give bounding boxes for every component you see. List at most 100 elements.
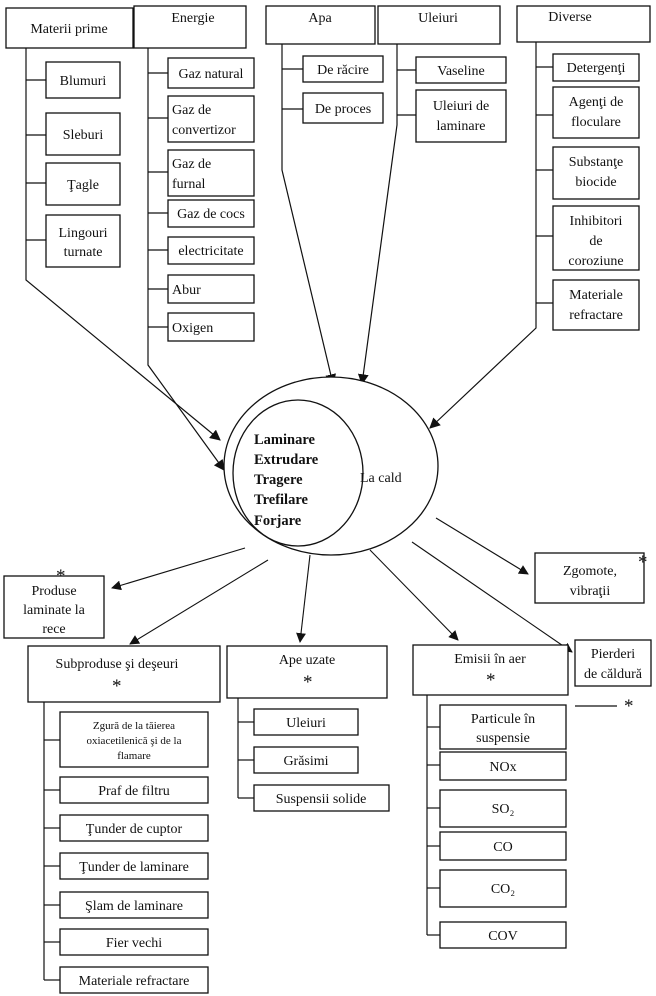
- pierderi-star: *: [624, 696, 634, 717]
- svg-text:suspensie: suspensie: [476, 731, 530, 746]
- apa-header: [265, 5, 376, 45]
- energie-title: Energie: [171, 11, 214, 26]
- svg-text:rece: rece: [42, 622, 65, 637]
- svg-text:de căldură: de căldură: [584, 667, 643, 682]
- ape-uzate-star: *: [303, 672, 313, 693]
- svg-text:turnate: turnate: [64, 245, 103, 260]
- uleiuri-arrow: [357, 44, 398, 386]
- materii-prime-item-tagle: [45, 162, 121, 206]
- svg-text:electricitate: electricitate: [178, 244, 243, 259]
- process-forjare: Forjare: [254, 513, 302, 529]
- svg-text:Pierderi: Pierderi: [591, 647, 635, 662]
- diverse-arrow: [429, 42, 537, 429]
- process-la-cald-label: La cald: [360, 471, 402, 486]
- uleiuri-item-vaseline: [415, 56, 507, 84]
- svg-text:Şlam de laminare: Şlam de laminare: [85, 899, 183, 914]
- energie-item-abur: [167, 274, 255, 304]
- ape-uzate-title: Ape uzate: [279, 653, 335, 668]
- diverse-item-substante-biocide: [552, 146, 640, 200]
- svg-text:Fier vechi: Fier vechi: [106, 936, 162, 951]
- materii-prime-item-lingouri: [45, 214, 121, 268]
- svg-text:Inhibitori: Inhibitori: [570, 214, 623, 229]
- ape-uzate-item-suspensii: [253, 784, 390, 812]
- svg-text:floculare: floculare: [571, 115, 621, 130]
- svg-text:Sleburi: Sleburi: [63, 128, 104, 143]
- materii-prime-item-sleburi: [45, 112, 121, 156]
- svg-text:Blumuri: Blumuri: [60, 74, 107, 89]
- energie-arrow: [147, 48, 225, 471]
- svg-text:Agenţi de: Agenţi de: [569, 95, 624, 110]
- ape-uzate-item-grasimi: [253, 746, 359, 774]
- ape-uzate-arrow: [296, 554, 311, 643]
- emisii-star: *: [486, 670, 496, 691]
- uleiuri-group: Uleiuri Vaseline Uleiuri de laminare: [357, 5, 507, 386]
- svg-text:Gaz natural: Gaz natural: [179, 67, 244, 82]
- svg-text:coroziune: coroziune: [568, 254, 623, 269]
- zgomote-star: *: [638, 552, 648, 573]
- produse-laminate-box: [3, 575, 105, 639]
- svg-text:Gaz de: Gaz de: [172, 157, 211, 172]
- emisii-item-cov: [439, 921, 567, 949]
- svg-text:Grăsimi: Grăsimi: [283, 754, 328, 769]
- subproduse-header: [27, 645, 221, 703]
- svg-text:Substanţe: Substanţe: [569, 155, 623, 170]
- svg-text:oxiacetilenică şi de la: oxiacetilenică şi de la: [87, 735, 182, 747]
- materii-prime-title: Materii prime: [30, 22, 107, 37]
- emisii-group: Emisii în aer * Particule în suspensie N…: [369, 549, 569, 949]
- subproduse-item-materiale-refractare: [59, 966, 209, 994]
- subproduse-item-zgura: [59, 711, 209, 768]
- ape-uzate-header: [226, 645, 388, 699]
- materii-prime-item-blumuri: [45, 61, 121, 99]
- svg-text:Particule în: Particule în: [471, 712, 535, 727]
- subproduse-arrow: [129, 559, 269, 645]
- svg-text:vibraţii: vibraţii: [570, 584, 611, 599]
- process-laminare: Laminare: [254, 432, 316, 448]
- apa-item-de-racire: [302, 55, 384, 83]
- materii-prime-group: Materii prime Blumuri Sleburi Ţagle Ling…: [5, 7, 221, 441]
- svg-text:biocide: biocide: [575, 175, 616, 190]
- svg-text:Produse: Produse: [31, 584, 76, 599]
- emisii-title: Emisii în aer: [454, 652, 526, 667]
- emisii-item-nox: [439, 751, 567, 781]
- svg-text:Suspensii solide: Suspensii solide: [276, 792, 367, 807]
- svg-text:convertizor: convertizor: [172, 123, 236, 138]
- svg-text:de: de: [589, 234, 602, 249]
- uleiuri-title: Uleiuri: [418, 11, 458, 26]
- diverse-title: Diverse: [548, 10, 592, 25]
- ape-uzate-item-uleiuri: [253, 708, 359, 736]
- svg-text:Ţagle: Ţagle: [67, 178, 99, 193]
- central-process: Laminare Extrudare Tragere Trefilare For…: [223, 376, 439, 556]
- svg-text:flamare: flamare: [117, 750, 151, 762]
- svg-text:Detergenţi: Detergenţi: [567, 61, 626, 76]
- pierderi-box: [574, 639, 652, 687]
- energie-item-gaz-convertizor: [167, 95, 255, 143]
- process-extrudare: Extrudare: [254, 452, 319, 468]
- emisii-item-co: [439, 831, 567, 861]
- apa-title: Apa: [308, 11, 332, 26]
- subproduse-title: Subproduse şi deşeuri: [56, 657, 179, 672]
- uleiuri-item-laminare: [415, 89, 507, 143]
- emisii-header: [412, 644, 569, 696]
- uleiuri-header: [377, 5, 501, 45]
- produse-arrow: [111, 547, 246, 591]
- energie-item-oxigen: [167, 312, 255, 342]
- subproduse-item-fier-vechi: [59, 928, 209, 956]
- svg-text:CO: CO: [493, 840, 512, 855]
- emisii-item-so2: [439, 789, 567, 828]
- energie-item-electricitate: [167, 236, 255, 265]
- produse-star: *: [56, 566, 66, 587]
- pierderi-arrow: [411, 541, 573, 653]
- zgomote-arrow: [435, 517, 529, 575]
- zgomote-box: [534, 552, 645, 604]
- diverse-header: [516, 5, 651, 43]
- apa-group: Apa De răcire De proces: [265, 5, 384, 386]
- svg-text:Abur: Abur: [172, 283, 201, 298]
- svg-text:De răcire: De răcire: [317, 63, 369, 78]
- svg-text:Ţunder de laminare: Ţunder de laminare: [79, 860, 189, 875]
- svg-text:Oxigen: Oxigen: [172, 321, 213, 336]
- energie-group: Energie Gaz natural Gaz de convertizor G…: [133, 5, 255, 471]
- svg-text:CO₂: CO₂: [491, 882, 515, 897]
- subproduse-item-praf-filtru: [59, 776, 209, 804]
- svg-text:Materiale: Materiale: [569, 288, 623, 303]
